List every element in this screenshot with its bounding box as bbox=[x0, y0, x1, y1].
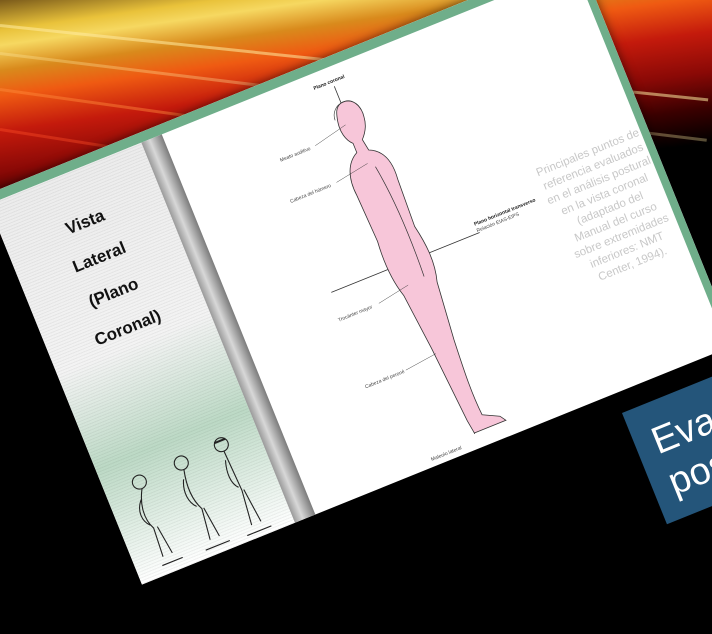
standing-figure bbox=[322, 90, 506, 441]
label-fibula: Cabeza del peroné bbox=[364, 369, 406, 390]
sketch-figure-1 bbox=[127, 471, 183, 566]
label-trochanter: Trocánter mayor bbox=[337, 304, 373, 323]
label-humerus: Cabeza del húmero bbox=[289, 183, 332, 205]
label-ear: Meato auditivo bbox=[279, 146, 312, 164]
sketch-figure-3 bbox=[209, 432, 271, 535]
label-coronal-plane: Plano coronal bbox=[313, 74, 346, 92]
slide-title-text: Eva pos bbox=[645, 398, 712, 504]
sketch-figure-2 bbox=[169, 451, 229, 551]
